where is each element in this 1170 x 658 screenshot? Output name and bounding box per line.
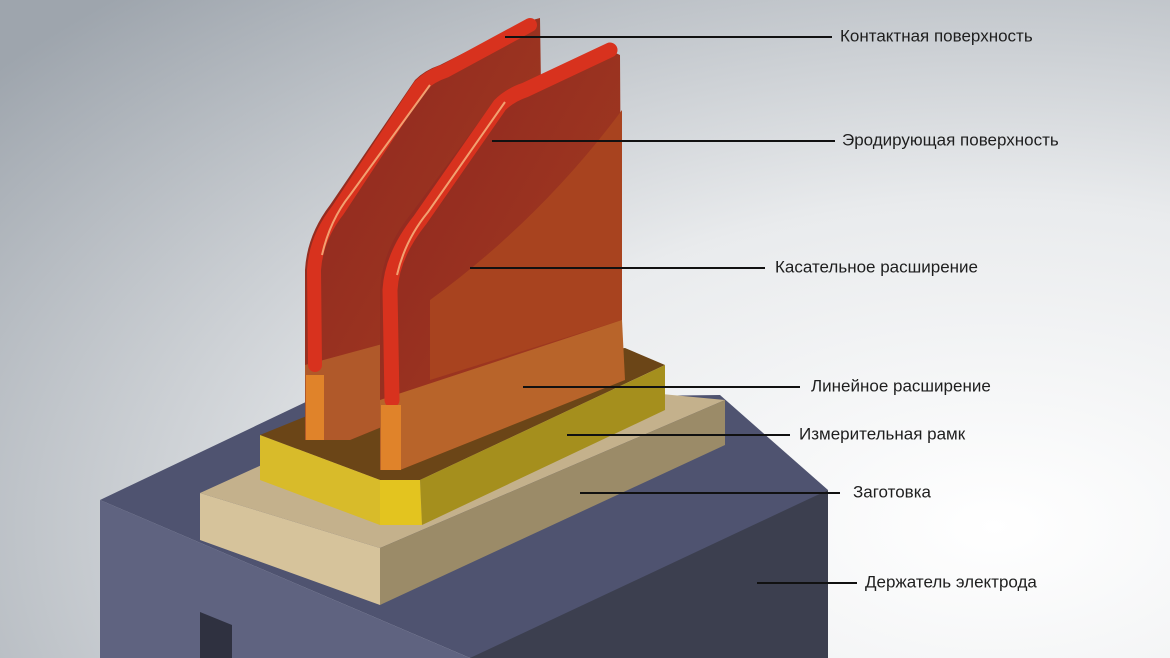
label-tangent-extension: Касательное расширение [470, 257, 978, 276]
label-text: Эродирующая поверхность [842, 130, 1059, 149]
label-text: Касательное расширение [775, 257, 978, 276]
label-measuring-frame: Измерительная рамк [567, 424, 966, 443]
label-workpiece: Заготовка [580, 482, 932, 501]
label-text: Держатель электрода [865, 572, 1037, 591]
label-electrode-holder: Держатель электрода [757, 572, 1037, 591]
label-text: Линейное расширение [811, 376, 991, 395]
label-text: Измерительная рамк [799, 424, 966, 443]
label-text: Заготовка [853, 482, 932, 501]
electrode-front [380, 42, 625, 470]
label-contact-surface: Контактная поверхность [505, 26, 1033, 45]
label-eroding-surface: Эродирующая поверхность [492, 130, 1059, 149]
label-text: Контактная поверхность [840, 26, 1033, 45]
label-linear-extension: Линейное расширение [523, 376, 991, 395]
